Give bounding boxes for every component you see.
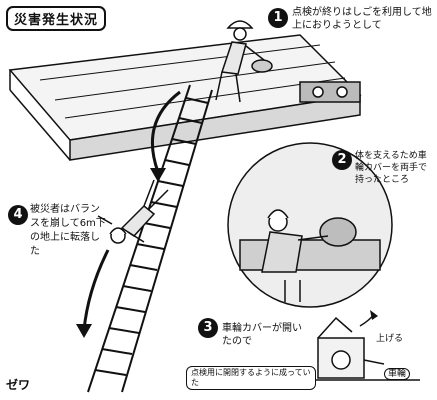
falling-worker-figure <box>97 179 169 244</box>
step-1-number: 1 <box>268 8 288 28</box>
inspection-note-label: 点検用に開閉するように成っていた <box>186 366 316 390</box>
step-2-caption: 体を支えるため車輪カバーを両手で持ったところ <box>355 151 428 185</box>
step-4-number: 4 <box>8 205 28 225</box>
page-title: 災害発生状況 <box>6 6 107 31</box>
step-3-caption: 車輪カバーが開いたので <box>222 323 302 347</box>
step-3-number: 3 <box>198 318 218 338</box>
step-2-number: 2 <box>332 150 352 170</box>
inset-scene-2 <box>227 142 393 308</box>
worker-top-figure <box>215 20 273 103</box>
signature-mark: ゼワ <box>6 378 31 392</box>
step-1-caption: 点検が終りはしごを利用して地上におりようとして <box>292 7 432 31</box>
step-4-caption: 被災者はバランスを崩して6m下の地上に転落した <box>30 204 106 257</box>
girder-structure <box>8 34 362 161</box>
wheel-label: 車輪 <box>384 368 411 380</box>
wheel-cover-diagram <box>300 310 420 381</box>
lift-label: 上げる <box>376 334 404 344</box>
motion-arrows <box>76 90 181 338</box>
